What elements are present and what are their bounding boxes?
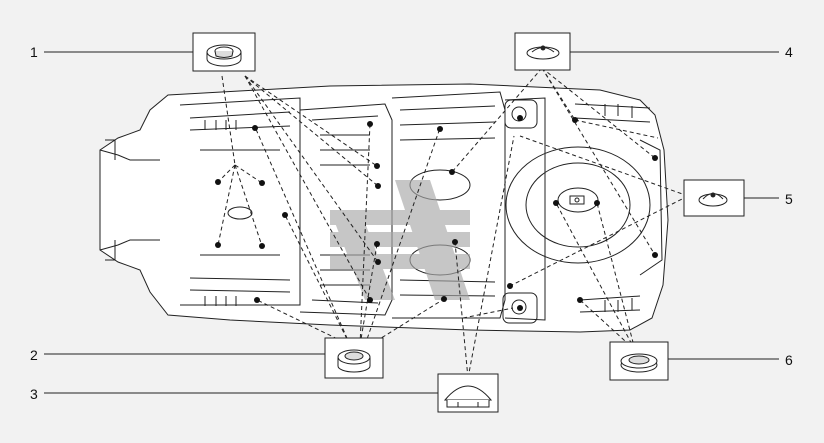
callout-lines [44,51,779,394]
plug-locations [215,115,658,311]
part-box-1 [192,32,256,72]
plug-wide-ring-icon [620,353,658,373]
callout-number-6: 6 [785,352,793,368]
part-box-3 [437,373,499,413]
callout-number-3: 3 [30,386,38,402]
plug-ring-icon [337,349,371,373]
car-floor-pan [99,83,669,333]
plug-dome-cap-icon [443,385,493,408]
part-box-6 [609,341,669,381]
part-box-5 [683,179,745,217]
plug-small-cap-icon [698,192,728,207]
callout-number-1: 1 [30,44,38,60]
watermark-logo [330,180,470,300]
part-box-2 [324,337,384,379]
plug-flat-cap-icon [526,45,560,60]
callout-number-2: 2 [30,347,38,363]
plug-large-ring-icon [206,44,242,67]
leader-lines [217,67,689,379]
part-box-4 [514,32,571,71]
callout-number-4: 4 [785,44,793,60]
callout-number-5: 5 [785,191,793,207]
